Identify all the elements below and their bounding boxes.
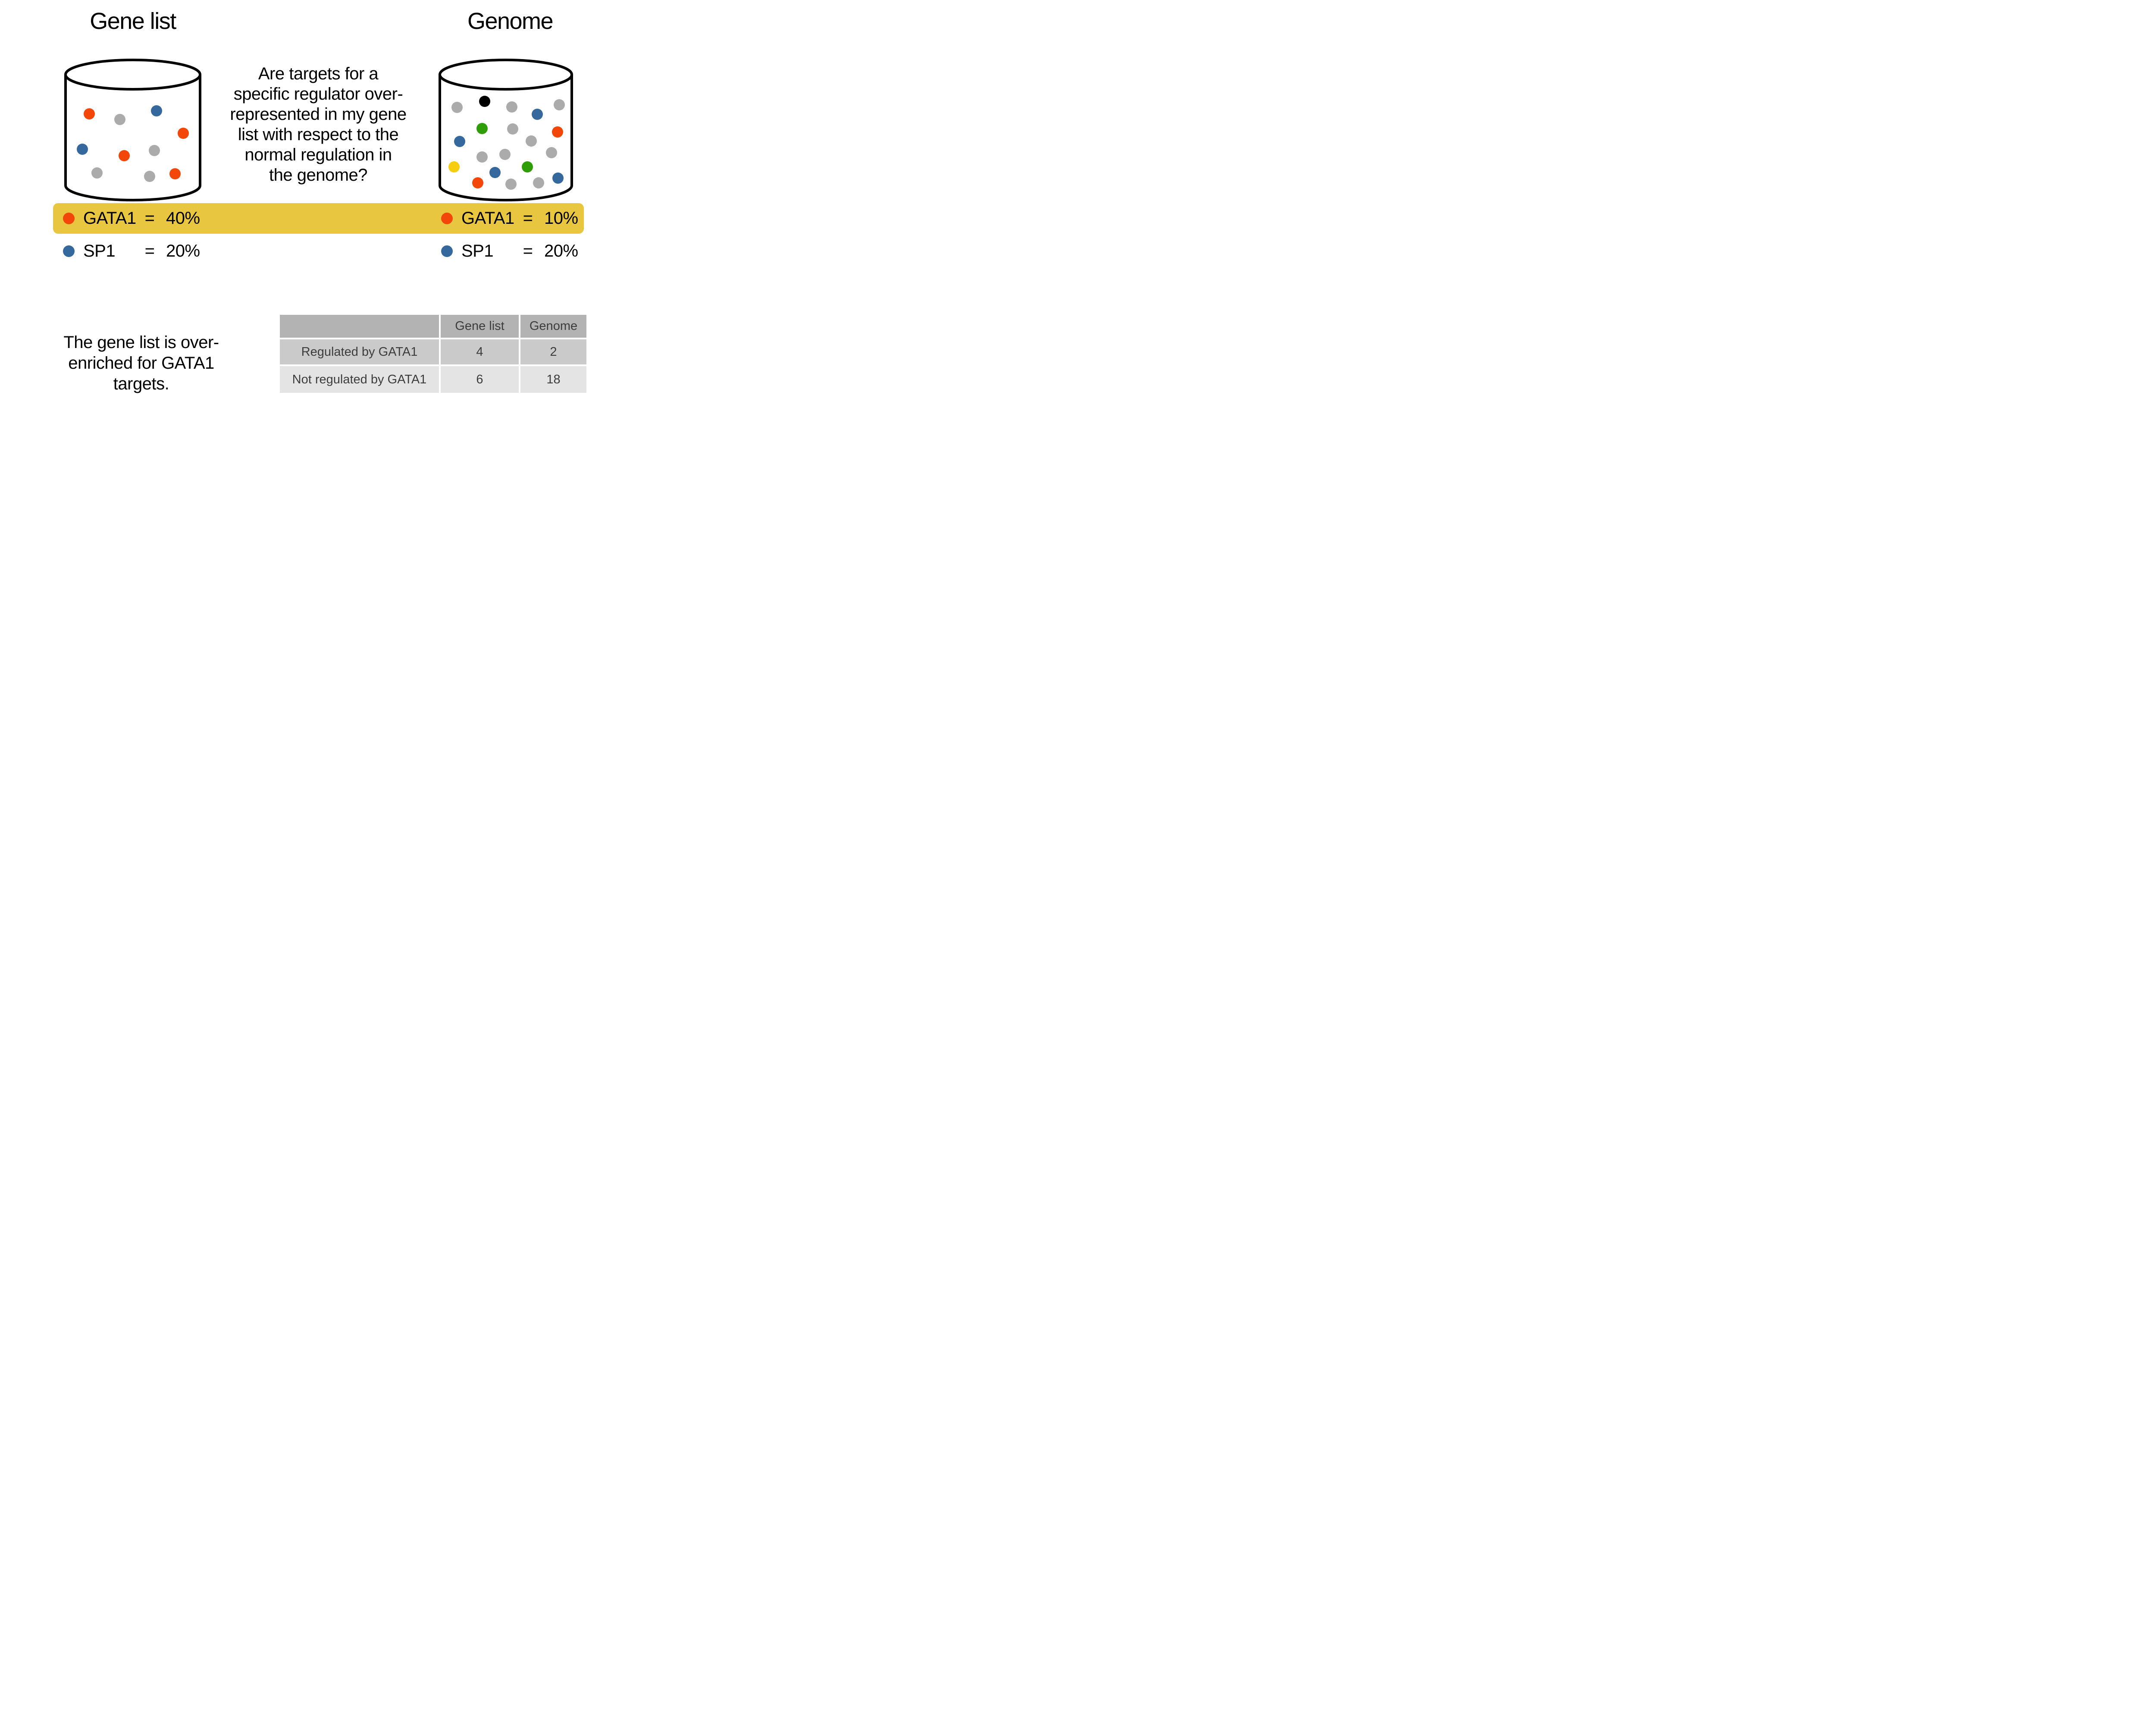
gene-dot-sp1 <box>151 105 162 116</box>
equals-sign: = <box>144 241 155 260</box>
gene-dot-green <box>476 123 488 134</box>
gene-dot-other <box>149 145 160 156</box>
gene-list-title: Gene list <box>90 8 176 34</box>
gene-dot-gata1 <box>178 128 189 139</box>
gene-dot-sp1 <box>552 172 564 184</box>
gene-dot-other <box>91 167 103 179</box>
table-header-gene-list: Gene list <box>441 315 519 338</box>
cylinders-layer <box>64 59 573 201</box>
genome-gata1-row: GATA1 = 10% <box>441 206 578 230</box>
sp1-dot-icon <box>63 245 75 257</box>
gene-dot-gata1 <box>84 108 95 119</box>
gata1-dot-icon <box>441 212 453 224</box>
highlight-band <box>53 203 584 234</box>
question-text: Are targets for a specific regulator ove… <box>230 64 407 185</box>
table-row-label: Regulated by GATA1 <box>280 339 439 364</box>
gene-list-cylinder-top <box>64 59 201 91</box>
gene-dot-other <box>506 101 517 113</box>
gene-dot-other <box>533 177 544 188</box>
gata1-dot-icon <box>63 212 75 224</box>
regulator-value: 20% <box>166 241 200 260</box>
sp1-dot-icon <box>441 245 453 257</box>
gene-list-sp1-row: SP1 = 20% <box>63 239 200 263</box>
equals-sign: = <box>523 241 533 260</box>
table-header-genome: Genome <box>520 315 586 338</box>
regulator-name: GATA1 <box>83 208 136 228</box>
genome-cylinder-top <box>439 59 573 91</box>
gene-dot-sp1 <box>532 109 543 120</box>
regulator-value: 10% <box>544 208 578 228</box>
gene-dot-sp1 <box>77 144 88 155</box>
table-cell-value: 2 <box>520 339 586 364</box>
genome-cylinder <box>439 59 573 201</box>
gene-dot-other <box>505 179 517 190</box>
table-cell-value: 6 <box>441 366 519 393</box>
genome-dots <box>448 96 565 190</box>
gene-dot-other <box>499 149 511 160</box>
gene-dot-sp1 <box>454 136 465 147</box>
conclusion-text: The gene list is over- enriched for GATA… <box>63 333 219 393</box>
gene-dot-other <box>546 147 557 158</box>
gene-dot-other <box>476 151 488 163</box>
gene-dot-gata1 <box>119 150 130 161</box>
gene-dot-other <box>554 99 565 110</box>
table-cell-value: 4 <box>441 339 519 364</box>
gene-dot-other <box>507 123 518 135</box>
gene-dot-gata1 <box>169 168 181 179</box>
gene-dot-gold <box>448 161 460 172</box>
regulator-value: 40% <box>166 208 200 228</box>
equals-sign: = <box>523 208 533 228</box>
gene-list-cylinder <box>64 59 201 201</box>
gene-dot-other <box>451 102 463 113</box>
gene-dot-other <box>144 171 155 182</box>
gene-dot-gata1 <box>552 126 563 138</box>
gene-dot-other <box>114 114 125 125</box>
gene-dot-gata1 <box>472 177 483 188</box>
contingency-table: Gene list Genome Regulated by GATA1 4 2 … <box>280 315 586 393</box>
enrichment-diagram: Gene list Genome Are targets for a speci… <box>0 0 647 431</box>
gene-dot-sp1 <box>489 167 501 178</box>
table-header-empty <box>280 315 439 338</box>
gene-dot-black <box>479 96 490 107</box>
regulator-name: GATA1 <box>461 208 514 228</box>
gene-dot-other <box>526 135 537 147</box>
table-cell-value: 18 <box>520 366 586 393</box>
regulator-value: 20% <box>544 241 578 260</box>
gene-dot-green <box>522 161 533 172</box>
gene-list-gata1-row: GATA1 = 40% <box>63 206 200 230</box>
regulator-name: SP1 <box>83 241 116 260</box>
genome-title: Genome <box>467 8 554 34</box>
equals-sign: = <box>144 208 155 228</box>
genome-sp1-row: SP1 = 20% <box>441 239 578 263</box>
regulator-name: SP1 <box>461 241 494 260</box>
gene-list-dots <box>77 105 189 182</box>
table-row-label: Not regulated by GATA1 <box>280 366 439 393</box>
genome-cylinder-body <box>439 75 573 201</box>
